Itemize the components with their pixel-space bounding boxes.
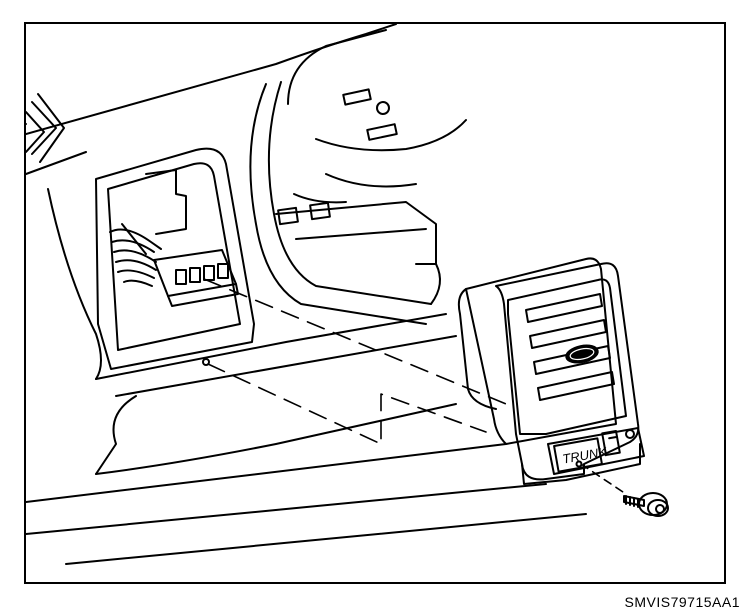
trunk-switch bbox=[553, 437, 603, 473]
vent-assembly: TRUNK bbox=[457, 257, 645, 485]
exploded-view-diagram: TRUNK bbox=[26, 24, 669, 565]
illustration-frame: TRUNK bbox=[24, 22, 726, 584]
mounting-hole bbox=[202, 358, 210, 366]
thumbwheel bbox=[565, 344, 599, 364]
dashboard-outline bbox=[26, 24, 587, 565]
screw-hole bbox=[575, 460, 583, 468]
electrical-connector bbox=[153, 249, 239, 307]
dash-opening bbox=[95, 147, 255, 370]
mounting-screw bbox=[623, 492, 669, 517]
figure-code: SMVIS79715AA1 bbox=[624, 594, 740, 610]
wiring-harness bbox=[109, 228, 162, 287]
alignment-lines bbox=[203, 278, 627, 495]
